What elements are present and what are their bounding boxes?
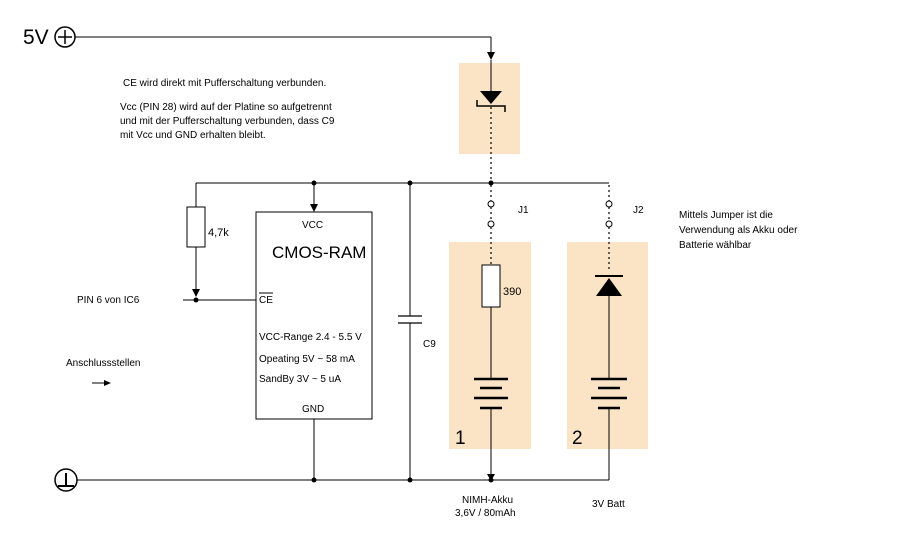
jumper-j2-pin-bottom [605,220,613,228]
jumper-j1-pin-top [487,200,495,208]
jumper-j1-pin-bottom [487,220,495,228]
jumper-note-line-3: Batterie wählbar [679,240,752,251]
connection-points-label: Anschlussstellen [66,358,140,369]
capacitor-label: C9 [423,339,436,350]
jumper-j2-pin-top [605,200,613,208]
ic-spec-2: Opeating 5V ~ 58 mA [259,354,355,365]
option-2-panel [567,242,648,449]
option-1-caption-1: NIMH-Akku [462,495,513,506]
note-line-2: Vcc (PIN 28) wird auf der Platine so auf… [120,102,332,113]
capacitor-icon [398,183,422,480]
diode-panel [459,63,520,154]
jumper-note-line-2: Verwendung als Akku oder [679,225,798,236]
ic-spec-3: SandBy 3V ~ 5 uA [259,374,341,385]
note-line-3: und mit der Pufferschaltung verbunden, d… [120,116,335,127]
jumper-j1-label: J1 [518,205,529,216]
pullup-resistor-icon [186,206,206,248]
diode-icon [476,91,506,112]
pin6-label: PIN 6 von IC6 [77,295,140,306]
resistor-390-label: 390 [503,286,521,298]
option-1-number: 1 [455,428,466,449]
ic-gnd-pin: GND [302,404,324,415]
resistor-390-icon [481,264,501,308]
supply-arrow-icon [487,52,495,60]
diode-2-icon [595,275,623,296]
battery-icon [474,377,508,410]
supply-label: 5V [23,26,49,49]
ic-title: CMOS-RAM [272,243,366,262]
jumper-note-line-1: Mittels Jumper ist die [679,210,773,221]
option-1-caption-2: 3,6V / 80mAh [455,508,516,519]
cmos-ram-ic [255,211,373,420]
ground-terminal-icon [54,468,78,492]
pullup-resistor-label: 4,7k [208,227,229,239]
pullup-arrow-icon [192,289,200,297]
ic-ce-pin: CE [259,295,273,306]
vcc-pin-arrow-icon [310,204,318,212]
note-line-1: CE wird direkt mit Pufferschaltung verbu… [123,78,326,89]
connection-arrow-icon [104,380,111,386]
note-line-4: mit Vcc und GND erhalten bleibt. [120,130,266,141]
option-2-caption: 3V Batt [592,499,625,510]
ic-vcc-pin: VCC [302,220,323,231]
jumper-j2-label: J2 [633,205,644,216]
option-2-number: 2 [572,428,583,449]
ic-spec-1: VCC-Range 2.4 - 5.5 V [259,332,362,343]
plus-terminal-icon [54,26,76,48]
